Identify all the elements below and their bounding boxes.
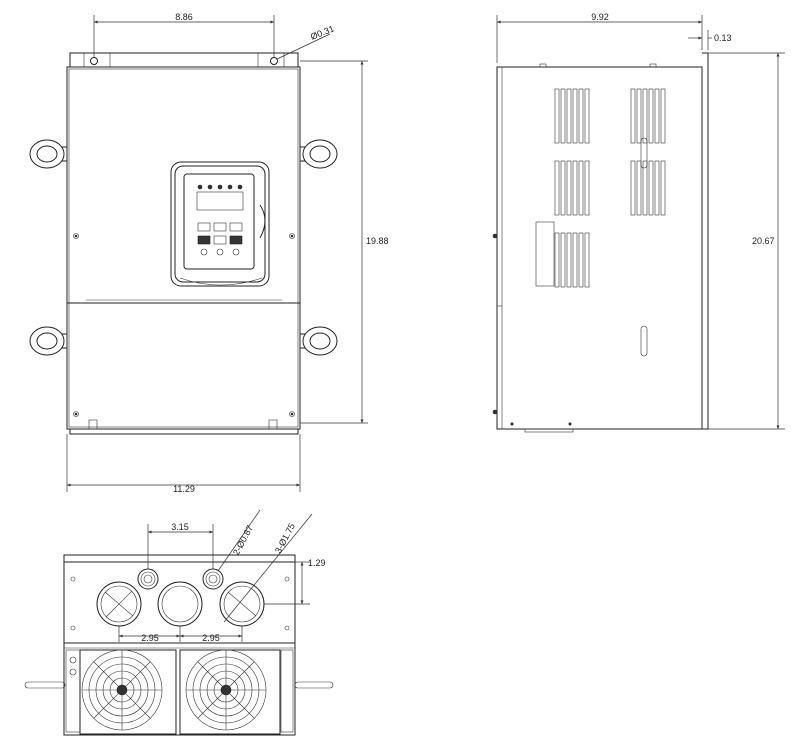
dim-small-hole-spacing: 3.15 xyxy=(171,522,189,532)
keypad-buttons xyxy=(197,184,243,256)
large-conduit-hole-2 xyxy=(157,581,203,627)
side-vents xyxy=(535,88,666,357)
dim-large-hole-spacing-right: 2.95 xyxy=(202,633,220,643)
side-enclosure xyxy=(496,66,703,430)
large-conduit-hole-3 xyxy=(219,581,265,627)
small-conduit-hole-right xyxy=(202,568,224,590)
dim-edge-offset: 1.29 xyxy=(308,558,326,568)
side-view: 9.92 0.13 20.67 xyxy=(492,12,785,433)
cooling-fan-left xyxy=(79,649,177,735)
dim-overall-width: 11.29 xyxy=(173,484,195,494)
dim-offset: 0.13 xyxy=(714,33,732,43)
small-conduit-hole-left xyxy=(137,568,159,590)
bottom-enclosure xyxy=(63,554,296,736)
dim-large-hole-callout: 3-Ø1.75 xyxy=(273,522,297,555)
dim-top-mount-spacing: 8.86 xyxy=(175,12,193,22)
cooling-fan-right xyxy=(179,649,281,735)
side-pin-left xyxy=(24,681,66,689)
keypad-panel xyxy=(170,161,270,287)
dim-large-hole-spacing-left: 2.95 xyxy=(141,633,159,643)
front-view: 8.86 Ø0.31 19.88 11.29 xyxy=(29,12,389,494)
lifting-ring-lower-right xyxy=(300,326,338,356)
large-conduit-hole-1 xyxy=(96,581,142,627)
dim-depth: 9.92 xyxy=(591,12,609,22)
mount-hole-right xyxy=(270,57,278,65)
bottom-view: 3.15 2-Ø0.87 3-Ø1.75 1.29 2.95 2.95 xyxy=(24,509,334,736)
mount-hole-left xyxy=(90,57,98,65)
dim-mount-hole-dia: Ø0.31 xyxy=(309,23,335,41)
top-mount-bracket xyxy=(69,52,299,68)
lifting-ring-lower-left xyxy=(29,326,67,356)
side-pin-right xyxy=(294,681,334,689)
lifting-ring-upper-right xyxy=(300,139,338,169)
dim-small-hole-callout: 2-Ø0.87 xyxy=(231,524,255,557)
dim-overall-height: 20.67 xyxy=(752,236,775,246)
dim-mount-height: 19.88 xyxy=(366,236,389,246)
lifting-ring-upper-left xyxy=(29,139,67,169)
